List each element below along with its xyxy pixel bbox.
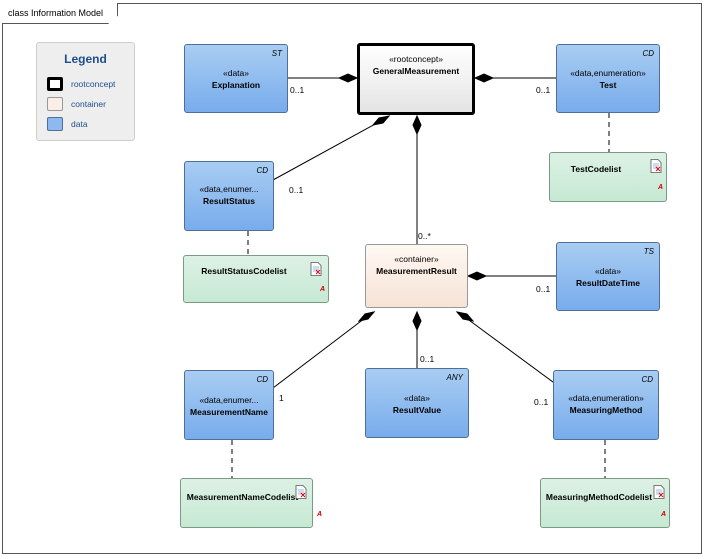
class-name: MeasurementResult bbox=[376, 266, 457, 276]
document-icon bbox=[650, 159, 662, 173]
composition-diamond-measurement-result bbox=[412, 114, 422, 136]
legend-swatch-rootconcept bbox=[47, 77, 63, 91]
class-measurement-name[interactable]: CD «data,enumer... MeasurementName bbox=[184, 370, 274, 440]
composition-diamond-result-date-time bbox=[466, 271, 488, 281]
codelist-measurement-name[interactable]: MeasurementNameCodelist A bbox=[180, 478, 322, 528]
class-measuring-method[interactable]: CD «data,enumeration» MeasuringMethod bbox=[553, 370, 659, 440]
composition-diamond-result-status bbox=[371, 115, 391, 126]
type-tag: CD bbox=[256, 375, 268, 384]
stereotype-label: «container» bbox=[394, 254, 439, 264]
type-tag: ANY bbox=[446, 373, 463, 382]
type-tag: CD bbox=[642, 49, 654, 58]
type-tag: CD bbox=[256, 166, 268, 175]
class-name: MeasuringMethod bbox=[569, 405, 643, 415]
document-icon bbox=[310, 262, 322, 276]
class-measurement-result[interactable]: «container» MeasurementResult bbox=[365, 244, 468, 308]
legend-label: rootconcept bbox=[71, 79, 116, 89]
type-tag: TS bbox=[643, 247, 654, 256]
composition-diamond-measuring-method bbox=[455, 311, 475, 322]
legend-title: Legend bbox=[64, 52, 107, 66]
stereotype-label: «data» bbox=[223, 68, 249, 78]
multiplicity-result-status: 0..1 bbox=[289, 185, 304, 195]
class-general-measurement[interactable]: «rootconcept» GeneralMeasurement bbox=[357, 43, 475, 115]
document-icon bbox=[295, 485, 307, 499]
stereotype-label: «data,enumeration» bbox=[570, 68, 646, 78]
class-name: GeneralMeasurement bbox=[372, 66, 460, 76]
document-icon bbox=[653, 485, 665, 499]
stereotype-label: «data,enumeration» bbox=[568, 393, 644, 403]
stereotype-label: «rootconcept» bbox=[389, 54, 443, 64]
composition-diamond-measurement-name bbox=[357, 311, 376, 322]
abstract-marker: A bbox=[320, 286, 326, 293]
codelist-name: TestCodelist bbox=[570, 164, 622, 174]
stereotype-label: «data» bbox=[404, 393, 430, 403]
legend-label: data bbox=[71, 119, 88, 129]
diagram-frame bbox=[2, 3, 702, 554]
multiplicity-measuring-method: 0..1 bbox=[534, 397, 549, 407]
abstract-marker: A bbox=[658, 184, 664, 191]
codelist-result-status[interactable]: ResultStatusCodelist A bbox=[183, 255, 329, 303]
codelist-name: MeasurementNameCodelist bbox=[186, 492, 299, 502]
connector-measurement-name bbox=[272, 311, 374, 389]
composition-diamond-test bbox=[473, 73, 495, 83]
stereotype-label: «data» bbox=[595, 266, 621, 276]
connector-result-status bbox=[272, 116, 389, 181]
multiplicity-measurement-name: 1 bbox=[279, 393, 284, 403]
multiplicity-result-date-time: 0..1 bbox=[536, 284, 551, 294]
class-name: ResultStatus bbox=[203, 196, 255, 206]
stereotype-label: «data,enumer... bbox=[199, 184, 259, 194]
class-test[interactable]: CD «data,enumeration» Test bbox=[556, 44, 660, 113]
diagram-frame-title: class Information Model bbox=[2, 3, 118, 24]
class-name: Test bbox=[599, 80, 617, 90]
legend-swatch-data bbox=[47, 117, 63, 131]
class-explanation[interactable]: ST «data» Explanation bbox=[184, 44, 288, 113]
stereotype-label: «data,enumer... bbox=[199, 395, 259, 405]
class-result-status[interactable]: CD «data,enumer... ResultStatus bbox=[184, 161, 274, 231]
composition-diamond-result-value bbox=[412, 310, 422, 332]
composition-diamond-explanation bbox=[337, 73, 359, 83]
codelist-test[interactable]: TestCodelist A bbox=[549, 152, 667, 202]
connector-measuring-method bbox=[457, 311, 558, 386]
legend-swatch-container bbox=[47, 97, 63, 111]
codelist-name: ResultStatusCodelist bbox=[201, 266, 287, 276]
codelist-measuring-method[interactable]: MeasuringMethodCodelist A bbox=[540, 478, 670, 528]
multiplicity-explanation: 0..1 bbox=[290, 85, 305, 95]
type-tag: ST bbox=[271, 49, 282, 58]
class-name: Explanation bbox=[211, 80, 261, 90]
class-result-value[interactable]: ANY «data» ResultValue bbox=[365, 368, 469, 438]
class-result-date-time[interactable]: TS «data» ResultDateTime bbox=[556, 242, 660, 311]
abstract-marker: A bbox=[317, 511, 323, 518]
multiplicity-test: 0..1 bbox=[536, 85, 551, 95]
class-name: ResultValue bbox=[392, 405, 442, 415]
type-tag: CD bbox=[641, 375, 653, 384]
multiplicity-measurement-result: 0..* bbox=[418, 231, 431, 241]
abstract-marker: A bbox=[661, 511, 667, 518]
codelist-name: MeasuringMethodCodelist bbox=[545, 492, 653, 502]
legend: Legend rootconcept container data bbox=[36, 42, 135, 141]
legend-label: container bbox=[71, 99, 106, 109]
multiplicity-result-value: 0..1 bbox=[420, 354, 435, 364]
class-name: MeasurementName bbox=[190, 407, 268, 417]
class-name: ResultDateTime bbox=[575, 278, 641, 288]
